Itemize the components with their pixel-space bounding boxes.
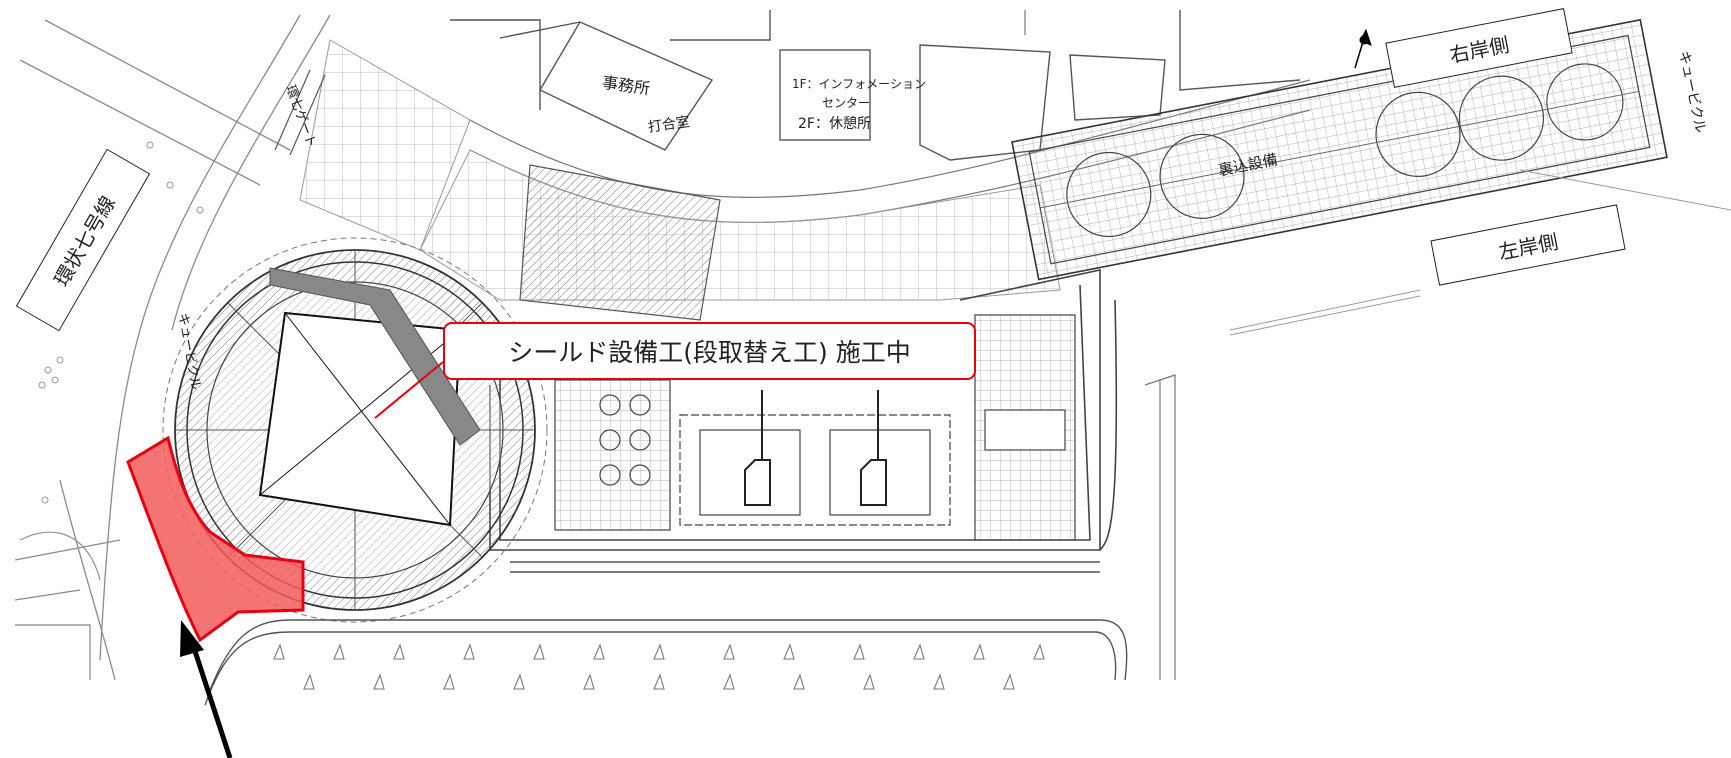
truss-roof <box>519 164 721 321</box>
square-opening <box>258 311 462 527</box>
status-callout: シールド設備工(段取替え工) 施工中 <box>443 322 976 380</box>
office-buildings <box>450 10 1301 161</box>
fan-grid-area <box>419 149 1061 301</box>
equipment-blocks <box>554 314 1076 541</box>
arrow-pointer-icon <box>180 620 233 758</box>
excavators <box>744 390 887 506</box>
info-center-label: センター <box>822 96 871 110</box>
road-edges <box>14 14 331 681</box>
lower-road <box>204 561 1128 706</box>
info-2f-label: 2F：休憩所 <box>798 116 871 132</box>
road-dots <box>38 141 204 504</box>
left-bank-text: 左岸側 <box>1496 228 1561 264</box>
status-leader-line <box>374 361 444 419</box>
parking-markers <box>273 643 1045 690</box>
status-text: シールド設備工(段取替え工) 施工中 <box>508 338 911 367</box>
north-compass-icon <box>1354 28 1372 69</box>
construction-highlight-area <box>126 435 305 643</box>
info-1f-label: 1F：インフォメーション <box>792 77 926 91</box>
right-bank-text: 右岸側 <box>1447 31 1512 67</box>
right-structure <box>1011 18 1668 281</box>
